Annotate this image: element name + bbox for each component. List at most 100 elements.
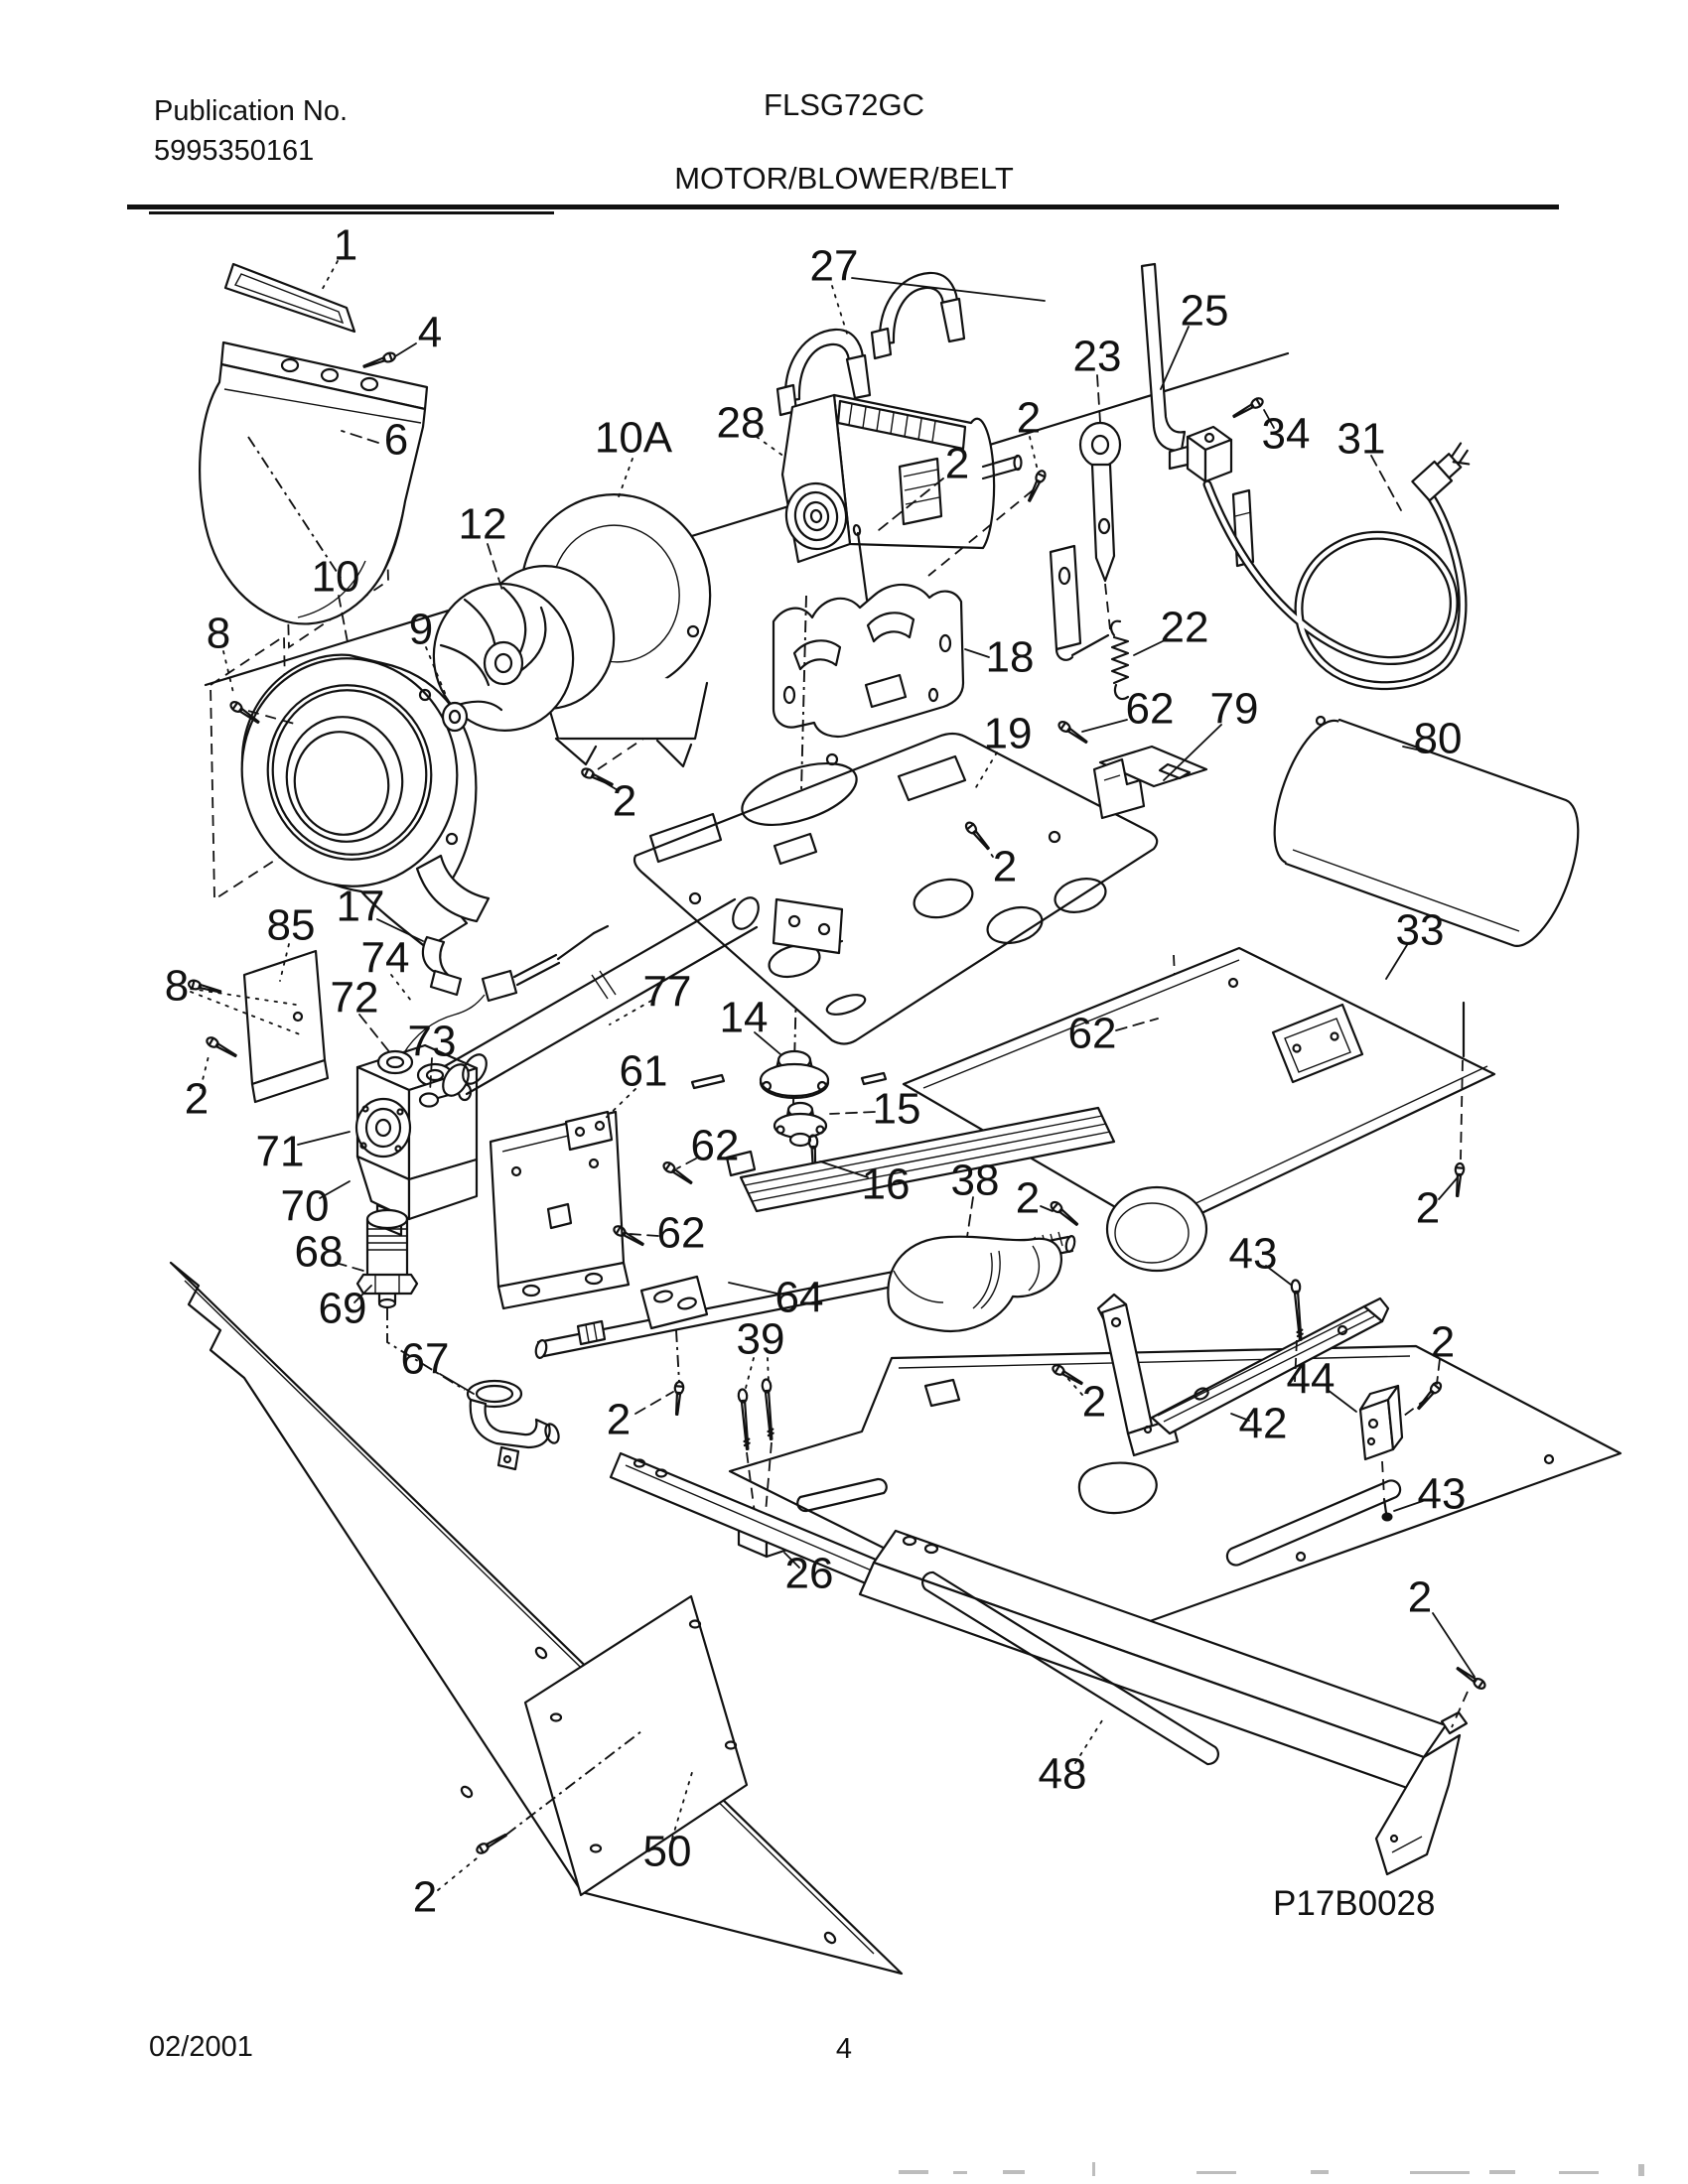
callout-label-71: 71 (256, 1128, 305, 1176)
callout-label-33: 33 (1396, 906, 1445, 955)
callout-leader-72 (358, 1014, 392, 1055)
part-79-bracket (1092, 745, 1208, 820)
section-title: MOTOR/BLOWER/BELT (674, 161, 1014, 196)
callout-leader-34 (1263, 409, 1275, 429)
callout-label-70: 70 (281, 1182, 330, 1231)
footer-date: 02/2001 (149, 2031, 253, 2063)
screw-43a-insert-line (1294, 1339, 1298, 1383)
callout-label-77: 77 (643, 968, 692, 1017)
callout-label-8a: 8 (207, 610, 230, 658)
part-34-screw (1230, 395, 1266, 422)
callout-label-18: 18 (986, 633, 1035, 682)
publication-block: Publication No. 5995350161 (154, 91, 348, 171)
part-19-base-panel (633, 732, 1159, 1045)
callout-leader-17 (376, 918, 424, 942)
callout-leader-64 (728, 1282, 778, 1295)
screw-2c-insert-line (597, 738, 644, 770)
callout-leader-27 (831, 285, 848, 335)
part-43-screw-b (1381, 1460, 1393, 1522)
callout-label-26: 26 (785, 1550, 834, 1598)
part-50-panel (523, 1594, 749, 1897)
callout-leader-62d (629, 1233, 659, 1237)
callout-label-43a: 43 (1229, 1230, 1278, 1279)
part-77-burner-tube (442, 896, 844, 1097)
part-33-heater-cover (902, 946, 1496, 1235)
callout-label-1: 1 (334, 221, 357, 270)
part-2-screw-f (1048, 1198, 1081, 1229)
callout-leader-2f (1040, 1205, 1054, 1212)
callout-label-72: 72 (331, 974, 379, 1023)
callout-leader-67 (439, 1373, 475, 1395)
part-62-screw-a (1055, 719, 1090, 748)
header-rule (127, 205, 1559, 209)
part-38-elbow-duct (887, 1235, 1062, 1333)
callout-label-19: 19 (984, 710, 1033, 758)
callout-leader-85 (279, 943, 290, 982)
part-70-gas-valve (354, 1043, 479, 1237)
callout-leader-43a (1265, 1265, 1292, 1286)
callout-label-10A: 10A (595, 414, 673, 463)
callout-label-50: 50 (643, 1828, 692, 1876)
part-18-motor-bracket (772, 583, 965, 739)
callout-label-9: 9 (409, 606, 433, 654)
callout-leader-14 (754, 1031, 781, 1055)
part-64-gas-pipe (534, 1231, 1076, 1383)
callout-leader-42 (1230, 1413, 1250, 1422)
part-23-idler-arm (1078, 421, 1122, 630)
callout-leader-10A (616, 458, 633, 503)
callout-label-42: 42 (1239, 1400, 1288, 1448)
callout-leader-33 (1385, 944, 1408, 980)
callout-leader-19 (972, 751, 998, 793)
part-85-shield-plate (242, 949, 330, 1104)
callout-leader-61 (601, 1088, 636, 1123)
part-2-screw-j (1454, 1663, 1488, 1692)
part-2-screw-a (1024, 468, 1049, 504)
callout-leader-22 (1133, 638, 1168, 656)
callout-leader-2k (437, 1857, 478, 1891)
callout-leader-2a (1029, 436, 1039, 472)
callout-label-23: 23 (1073, 333, 1122, 381)
belt-alignment-line (204, 351, 1290, 687)
side-sheet (169, 1261, 904, 1976)
callout-label-67: 67 (401, 1335, 450, 1384)
callout-leader-68 (335, 1262, 364, 1272)
callout-label-25: 25 (1181, 287, 1229, 336)
part-31-power-cord (1202, 442, 1471, 691)
callout-label-2l: 2 (993, 843, 1017, 891)
callout-leader-31 (1370, 455, 1402, 511)
callout-leader-4 (394, 342, 417, 357)
part-48-base-rail (858, 1529, 1469, 1876)
callout-label-6: 6 (384, 416, 408, 465)
callout-label-68: 68 (295, 1228, 344, 1277)
callout-leader-62b (1115, 1018, 1159, 1031)
part-2e-pin-and-screw (1460, 1001, 1466, 1160)
callout-leader-62a (1081, 719, 1128, 733)
callout-leader-43b (1393, 1500, 1424, 1512)
callout-label-44: 44 (1287, 1355, 1336, 1404)
part-62-screw-c (660, 1160, 695, 1188)
part-61-bracket (489, 1110, 631, 1310)
callout-leader-62c (676, 1158, 697, 1169)
screw-2k-insert-line (505, 1730, 642, 1836)
part-39-screws (737, 1378, 776, 1514)
callout-leader-39 (744, 1357, 755, 1393)
callout-label-15: 15 (873, 1085, 921, 1134)
callout-label-2j: 2 (1408, 1573, 1432, 1622)
callout-leader-80 (1402, 746, 1427, 752)
callout-label-85: 85 (267, 901, 316, 950)
callout-leader-8a (222, 650, 235, 698)
part-25-belt-guide-strip (1140, 262, 1187, 452)
callout-leader-25 (1160, 326, 1190, 390)
callout-leader-1 (319, 260, 339, 295)
callout-label-2c: 2 (613, 777, 636, 826)
callout-leader-23 (1096, 374, 1101, 423)
callout-leader-2i (1065, 1376, 1083, 1396)
callout-label-2k: 2 (413, 1873, 437, 1922)
callout-leader-2l (978, 836, 994, 858)
callout-leader-6 (341, 430, 379, 444)
callout-label-62a: 62 (1126, 685, 1175, 734)
callout-leader-2j (1432, 1612, 1476, 1678)
footer-page-number: 4 (835, 2033, 853, 2065)
